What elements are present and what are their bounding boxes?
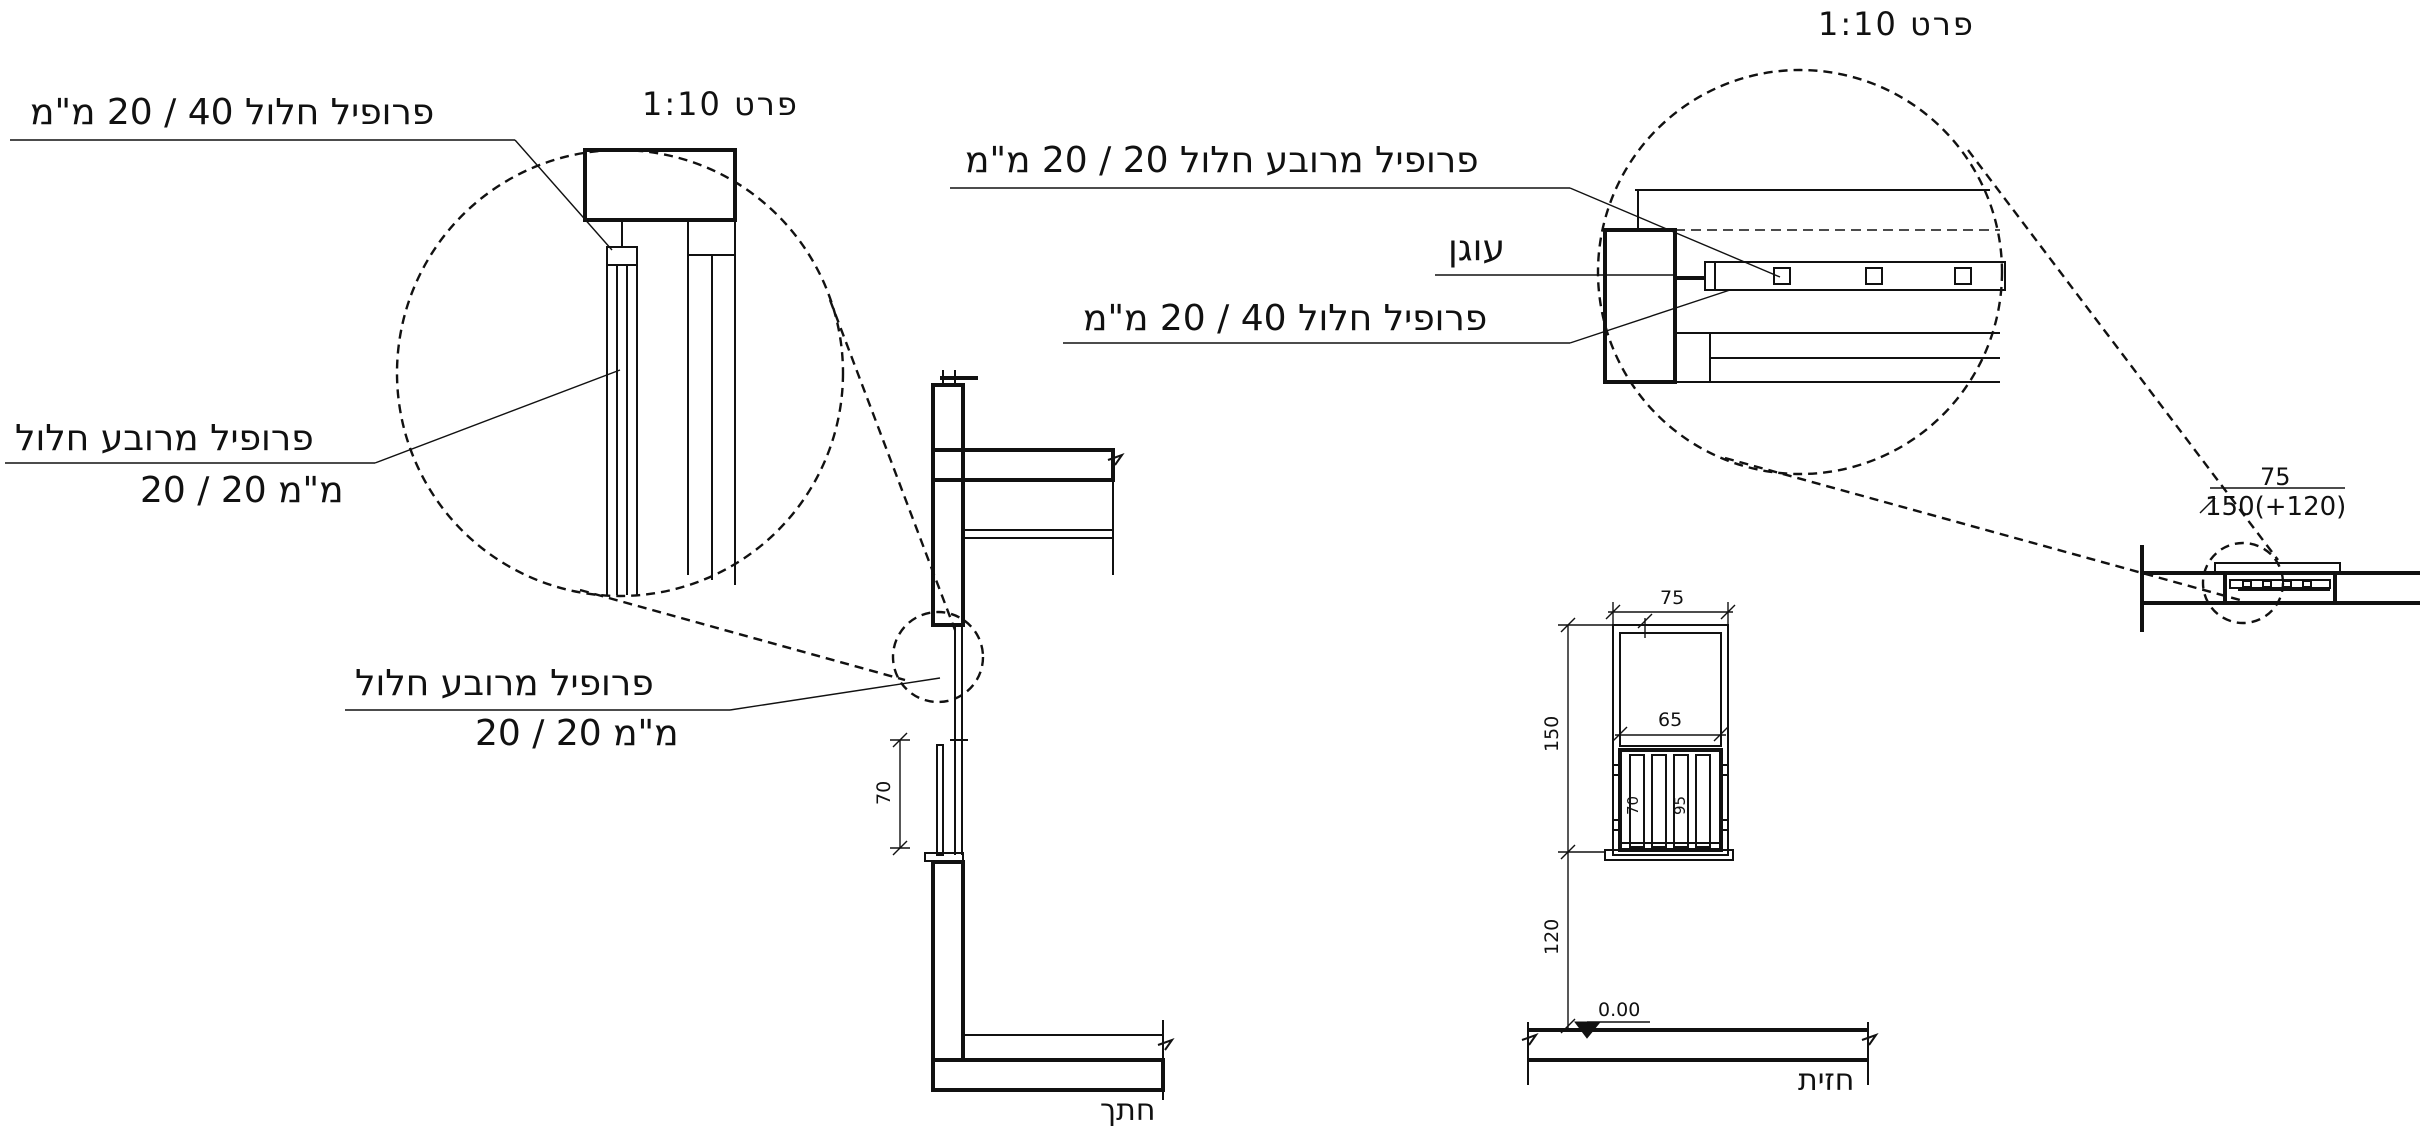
plan-dim-75: 75 bbox=[2260, 463, 2291, 491]
elevation-dim-65: 65 bbox=[1658, 709, 1682, 731]
plan-view: 75 150(+120) bbox=[2140, 463, 2420, 632]
detail-left: פרט 1:10 פרופיל חלול 40 / 20 מ"מ פרופיל … bbox=[5, 85, 957, 682]
section-view: 70 פרופיל מרובע חלול 20 / 20 מ"מ חתך bbox=[345, 370, 1175, 1128]
section-detail-circle bbox=[891, 610, 985, 704]
detail-right-profile-square-label: פרופיל מרובע חלול 20 / 20 מ"מ bbox=[965, 140, 1479, 181]
detail-left-profile-40-label: פרופיל חלול 40 / 20 מ"מ bbox=[30, 92, 434, 133]
detail-left-profile-square-label-2: 20 / 20 מ"מ bbox=[140, 470, 344, 511]
detail-right-anchor-label: עוגן bbox=[1448, 228, 1505, 269]
plan-dim-150-120: 150(+120) bbox=[2205, 492, 2346, 522]
detail-right: פרט 1:10 פרופיל מרובע חלול 20 / 20 מ"מ ע… bbox=[950, 5, 2279, 602]
elevation-view: 70 95 75 65 150 120 0.00 bbox=[1521, 587, 1879, 1098]
plan-detail-circle bbox=[2201, 541, 2285, 625]
section-profile-square-label-2: 20 / 20 מ"מ bbox=[475, 713, 679, 754]
elevation-dim-70: 70 bbox=[1624, 796, 1642, 815]
elevation-dim-120: 120 bbox=[1541, 919, 1563, 955]
detail-left-scale: פרט 1:10 bbox=[642, 85, 799, 123]
section-title: חתך bbox=[1100, 1093, 1155, 1128]
detail-left-circle bbox=[395, 148, 845, 598]
detail-right-circle bbox=[1596, 68, 2004, 476]
section-profile-square-label-1: פרופיל מרובע חלול bbox=[355, 663, 654, 704]
detail-right-profile-40-label: פרופיל חלול 40 / 20 מ"מ bbox=[1083, 298, 1487, 339]
elevation-dim-150: 150 bbox=[1541, 716, 1563, 752]
elevation-dim-75: 75 bbox=[1660, 587, 1684, 609]
detail-right-scale: פרט 1:10 bbox=[1818, 5, 1975, 43]
elevation-dim-95: 95 bbox=[1671, 796, 1689, 815]
detail-left-interior bbox=[583, 148, 737, 595]
section-dim-70: 70 bbox=[873, 781, 895, 805]
elevation-level: 0.00 bbox=[1598, 999, 1640, 1021]
detail-left-profile-square-label-1: פרופיל מרובע חלול bbox=[15, 418, 314, 459]
elevation-title: חזית bbox=[1798, 1063, 1854, 1098]
detail-right-interior bbox=[1603, 189, 2006, 384]
